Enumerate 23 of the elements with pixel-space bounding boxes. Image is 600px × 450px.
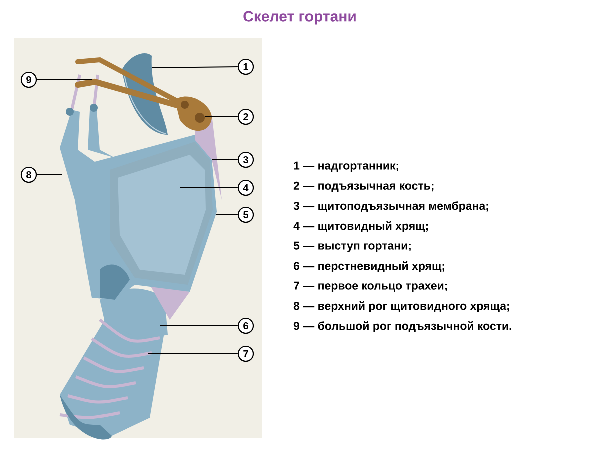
list-item: 7 — первое кольцо трахеи; — [294, 282, 448, 292]
list-item: 8 — верхний рог щитовидного хряща; — [294, 302, 510, 312]
callout-number: 2 — [238, 108, 254, 126]
list-item: 5 — выступ гортани; — [294, 242, 411, 252]
callout-number: 1 — [238, 58, 254, 76]
title: Скелет гортани — [244, 11, 356, 25]
leader-line — [152, 66, 238, 68]
callout-number: 8 — [20, 166, 38, 184]
list-item: 3 — щитоподъязычная мембрана; — [294, 202, 488, 212]
callout-number: 6 — [238, 318, 254, 334]
leader-line — [204, 116, 238, 118]
callout-number: 3 — [238, 152, 254, 168]
list-item: 1 — надгортанник; — [294, 162, 398, 172]
list-item: 9 — большой рог подъязычной кости. — [294, 322, 512, 332]
list-item: 2 — подъязычная кость; — [294, 182, 434, 192]
callout-number: 9 — [20, 72, 38, 88]
callout-number: 5 — [238, 206, 254, 224]
callout-number: 4 — [238, 180, 254, 196]
leader-line — [216, 214, 238, 216]
leader-line — [36, 174, 62, 176]
list-item: 6 — перстневидный хрящ; — [294, 262, 444, 272]
list-item: 4 — щитовидный хрящ; — [294, 222, 428, 232]
callout-number: 7 — [238, 346, 254, 362]
